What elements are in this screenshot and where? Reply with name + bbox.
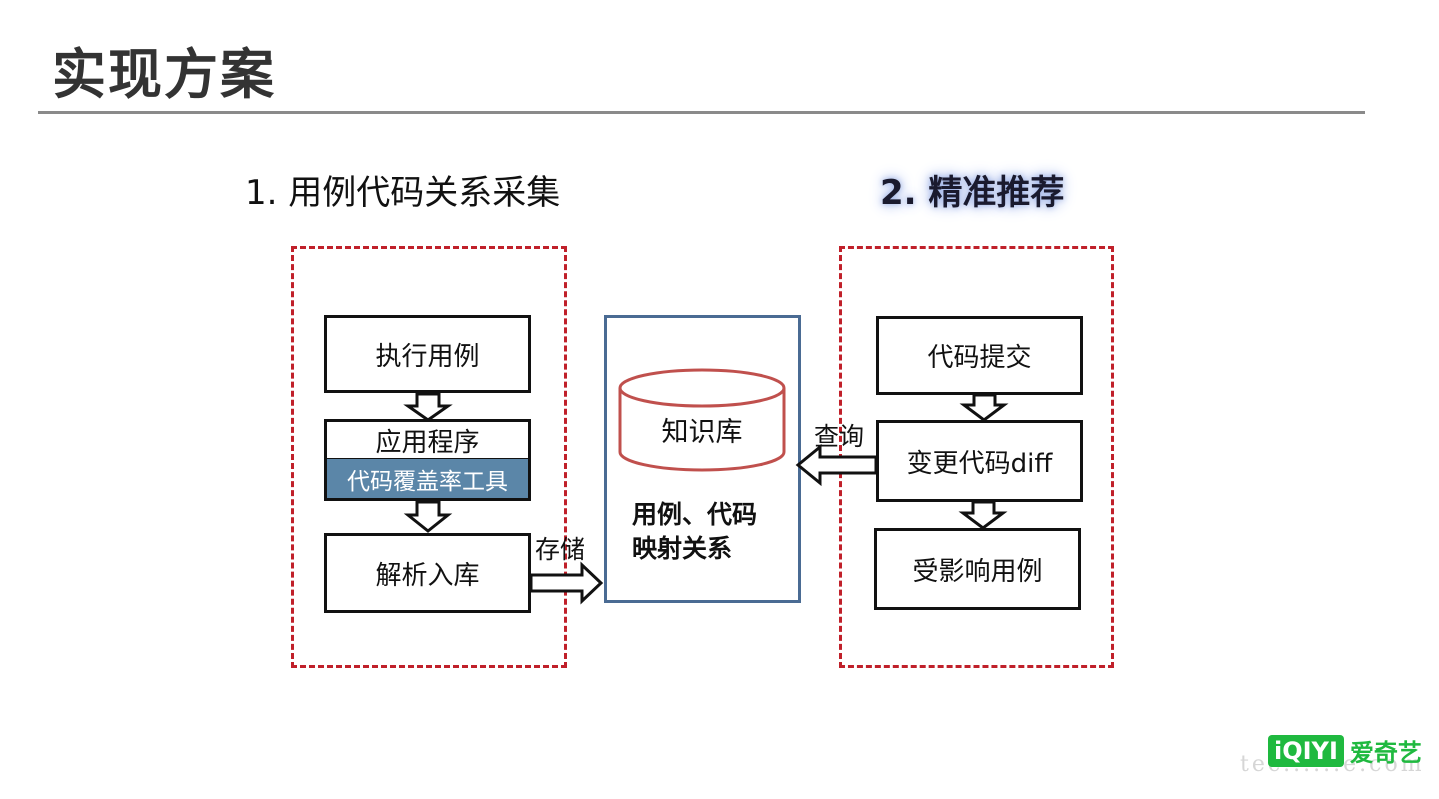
right-arrow-icon xyxy=(529,561,604,605)
section2-heading: 2. 精准推荐 xyxy=(880,173,1065,213)
code-diff-box: 变更代码diff xyxy=(876,420,1083,502)
page-title: 实现方案 xyxy=(52,43,276,106)
knowledge-base-label: 知识库 xyxy=(661,417,743,448)
down-arrow-icon xyxy=(403,500,453,533)
execute-case-label: 执行用例 xyxy=(375,341,480,372)
down-arrow-icon xyxy=(959,393,1009,422)
code-commit-box: 代码提交 xyxy=(876,316,1083,395)
down-arrow-icon xyxy=(958,500,1008,530)
code-diff-label: 变更代码diff xyxy=(906,448,1053,479)
logo-text: 爱奇艺 xyxy=(1349,739,1422,767)
code-commit-label: 代码提交 xyxy=(927,343,1032,373)
title-divider xyxy=(38,111,1365,114)
logo-mark: iQIYI xyxy=(1268,734,1344,767)
query-label: 查询 xyxy=(814,422,865,451)
collection-region xyxy=(291,246,567,668)
application-label: 应用程序 xyxy=(375,427,480,458)
coverage-tool-box: 代码覆盖率工具 xyxy=(324,459,531,501)
left-arrow-icon xyxy=(795,443,878,487)
mapping-line-2: 映射关系 xyxy=(632,534,733,563)
down-arrow-icon xyxy=(403,392,453,422)
affected-cases-box: 受影响用例 xyxy=(874,528,1081,610)
mapping-line-1: 用例、代码 xyxy=(632,500,758,529)
parse-store-box: 解析入库 xyxy=(324,533,531,613)
parse-store-label: 解析入库 xyxy=(375,560,480,591)
store-label: 存储 xyxy=(535,535,586,564)
coverage-tool-label: 代码覆盖率工具 xyxy=(347,468,508,495)
affected-cases-label: 受影响用例 xyxy=(912,556,1043,587)
mapping-description: 用例、代码 映射关系 xyxy=(632,498,792,566)
section1-heading: 1. 用例代码关系采集 xyxy=(245,173,561,213)
iqiyi-logo: iQIYI 爱奇艺 xyxy=(1268,733,1422,768)
execute-case-box: 执行用例 xyxy=(324,315,531,393)
database-cylinder-icon xyxy=(618,368,786,472)
